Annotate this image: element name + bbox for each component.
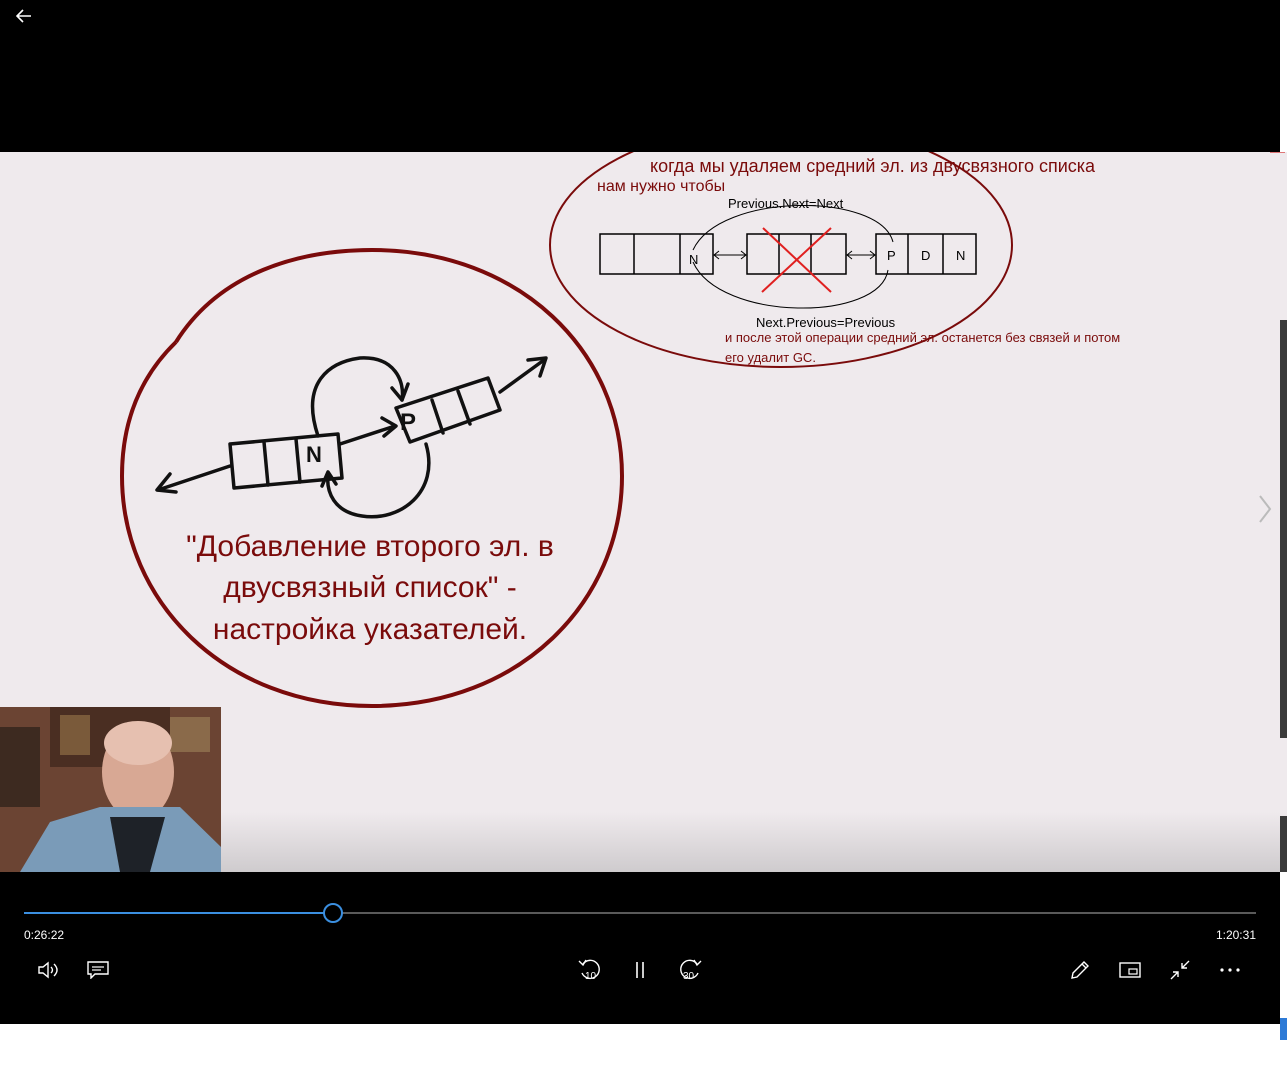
skip-forward-button[interactable]: 30 <box>674 956 706 984</box>
webcam-overlay <box>0 707 221 872</box>
edge-accent <box>1280 1018 1287 1040</box>
caption-line1: "Добавление второго эл. в <box>186 530 554 563</box>
seek-progress <box>24 912 332 914</box>
top-note-line1: когда мы удаляем средний эл. из двусвязн… <box>650 156 1096 176</box>
back-arrow-icon <box>15 9 31 23</box>
more-button[interactable] <box>1214 956 1246 984</box>
slide-drawing: когда мы удаляем средний эл. из двусвязн… <box>119 152 1285 709</box>
svg-text:30: 30 <box>683 971 695 982</box>
mini-view-icon <box>1119 962 1141 978</box>
volume-icon <box>38 961 58 979</box>
bottom-note-line2: его удалит GC. <box>725 350 816 365</box>
list-node-right <box>875 233 977 275</box>
link-arrows <box>713 250 876 260</box>
sketch-n: N <box>306 442 322 467</box>
subtitles-icon <box>87 961 109 979</box>
bottom-note-line1: и после этой операции средний эл. остане… <box>725 330 1120 345</box>
volume-button[interactable] <box>32 956 64 984</box>
node-right-n: N <box>956 248 965 263</box>
mini-view-button[interactable] <box>1114 956 1146 984</box>
delete-cross-mark <box>761 227 832 293</box>
next-prev-curve <box>692 261 889 309</box>
exit-fullscreen-button[interactable] <box>1164 956 1196 984</box>
chevron-right-icon <box>1259 495 1272 523</box>
pen-icon <box>1071 961 1089 979</box>
node-right-d: D <box>921 248 930 263</box>
hand-sketch <box>155 356 548 519</box>
next-slide-button[interactable] <box>1252 494 1278 528</box>
list-node-middle <box>746 233 847 275</box>
node-left-n: N <box>689 252 698 267</box>
svg-text:10: 10 <box>585 971 597 982</box>
right-edge-bar <box>1280 320 1287 738</box>
list-node-left <box>599 233 714 275</box>
subtitles-button[interactable] <box>82 956 114 984</box>
seek-thumb[interactable] <box>323 903 343 923</box>
caption-line2: двусвязный список" - <box>223 571 516 604</box>
skip-back-10-icon: 10 <box>578 959 600 982</box>
top-ellipse <box>549 152 1013 368</box>
sketch-p: P <box>400 409 416 436</box>
skip-back-button[interactable]: 10 <box>574 956 606 984</box>
exit-fullscreen-icon <box>1170 960 1190 980</box>
presenter-video <box>0 707 221 872</box>
right-edge-bar-lower <box>1280 816 1287 872</box>
back-button[interactable] <box>10 4 38 28</box>
pause-icon <box>636 962 644 978</box>
big-circle <box>119 247 625 709</box>
node-right-p: P <box>887 248 896 263</box>
prev-next-curve <box>692 204 894 251</box>
next-prev-label: Next.Previous=Previous <box>756 315 896 330</box>
skip-forward-30-icon: 30 <box>680 959 702 982</box>
pause-button[interactable] <box>624 956 656 984</box>
seek-bar[interactable] <box>24 903 1256 923</box>
prev-next-label: Previous.Next=Next <box>728 196 844 211</box>
caption-line3: настройка указателей. <box>213 613 527 646</box>
top-note-line2: нам нужно чтобы <box>597 178 725 195</box>
total-time: 1:20:31 <box>1215 928 1256 942</box>
more-icon <box>1220 968 1240 972</box>
player-controls: 0:26:22 1:20:31 10 30 <box>0 872 1280 1024</box>
current-time: 0:26:22 <box>24 928 65 942</box>
draw-button[interactable] <box>1064 956 1096 984</box>
